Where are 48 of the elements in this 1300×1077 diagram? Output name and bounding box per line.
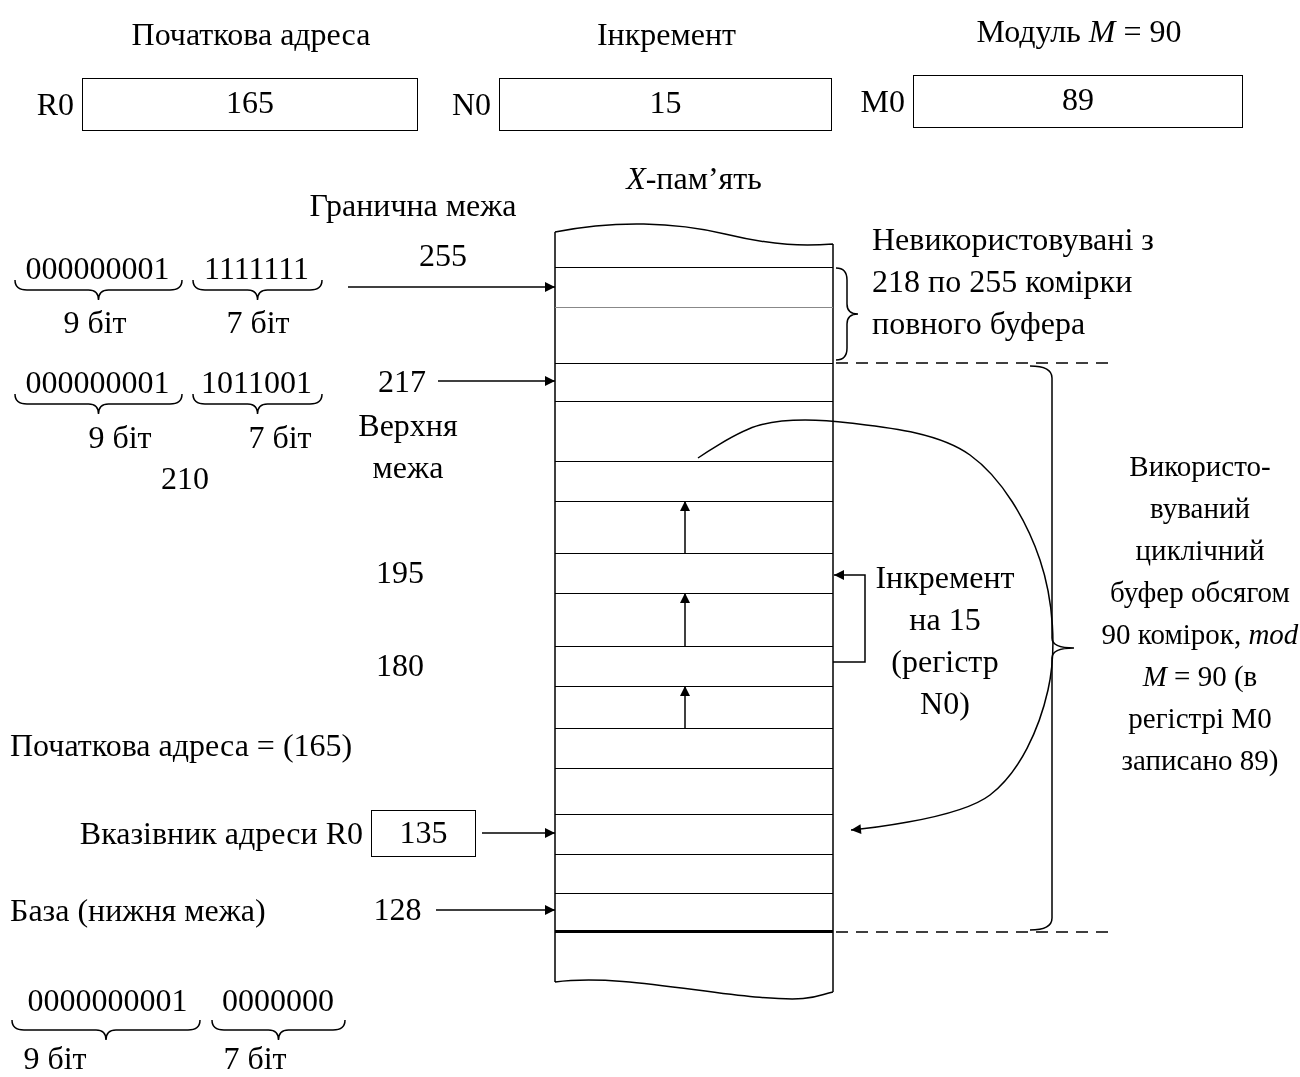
annotation: Використо- вуваний циклічний буфер обсягом 90 комірок, mod M = 90 (в регістрі M0 записано 89) bbox=[1100, 449, 1300, 778]
arrow bbox=[697, 419, 1054, 835]
address-value: 255 bbox=[418, 236, 468, 275]
address-value: 210 bbox=[160, 459, 210, 498]
binary-value: 1011001 bbox=[200, 363, 313, 402]
memory-cell bbox=[555, 893, 833, 933]
register-caption: Інкремент bbox=[595, 15, 738, 54]
memory-title: X-пам’ять bbox=[624, 159, 763, 198]
arrow bbox=[481, 828, 556, 838]
arrow bbox=[680, 592, 690, 647]
binary-value: 000000001 bbox=[24, 363, 171, 402]
annotation: Невикористовувані з 218 по 255 комірки повного буфера bbox=[872, 220, 1155, 343]
arrow bbox=[832, 570, 866, 663]
annotation: Початкова адреса = (165) bbox=[10, 726, 354, 765]
register-caption: Початкова адреса bbox=[130, 15, 372, 54]
register-value: 89 bbox=[1062, 81, 1094, 117]
binary-value: 000000001 bbox=[24, 249, 171, 288]
register-name: M0 bbox=[860, 82, 905, 121]
arrow bbox=[347, 282, 556, 292]
bit-count: 7 біт bbox=[222, 1039, 288, 1077]
bit-count: 9 біт bbox=[87, 418, 153, 457]
binary-value: 1111111 bbox=[203, 249, 310, 288]
register-value: 135 bbox=[399, 814, 448, 850]
annotation: Інкремент на 15 (регістр N0) bbox=[874, 558, 1016, 723]
register-name: Вказівник адреси R0 bbox=[78, 814, 363, 853]
boundary-label: Гранична межа bbox=[308, 186, 518, 225]
address-value: 128 bbox=[365, 888, 430, 930]
address-value: 180 bbox=[375, 646, 425, 685]
bit-count: 7 біт bbox=[225, 303, 291, 342]
register-caption: Модуль M = 90 bbox=[975, 12, 1183, 51]
annotation: База (нижня межа) bbox=[10, 891, 267, 930]
arrow bbox=[437, 376, 556, 386]
bit-count: 9 біт bbox=[62, 303, 128, 342]
register-value: 15 bbox=[649, 84, 682, 120]
binary-value: 0000000001 bbox=[26, 981, 189, 1020]
arrow bbox=[680, 685, 690, 729]
register-name: R0 bbox=[35, 85, 74, 124]
boundary-label: Верхня межа bbox=[357, 406, 459, 487]
register-value: 165 bbox=[226, 84, 274, 120]
bit-count: 9 біт bbox=[22, 1039, 88, 1077]
arrow bbox=[680, 500, 690, 554]
pointer-box bbox=[371, 810, 476, 857]
bit-count: 7 біт bbox=[247, 418, 313, 457]
arrow bbox=[435, 905, 556, 915]
binary-value: 0000000 bbox=[221, 981, 335, 1020]
register-name: N0 bbox=[450, 85, 491, 124]
address-value: 217 bbox=[372, 360, 432, 402]
address-value: 195 bbox=[375, 553, 425, 592]
